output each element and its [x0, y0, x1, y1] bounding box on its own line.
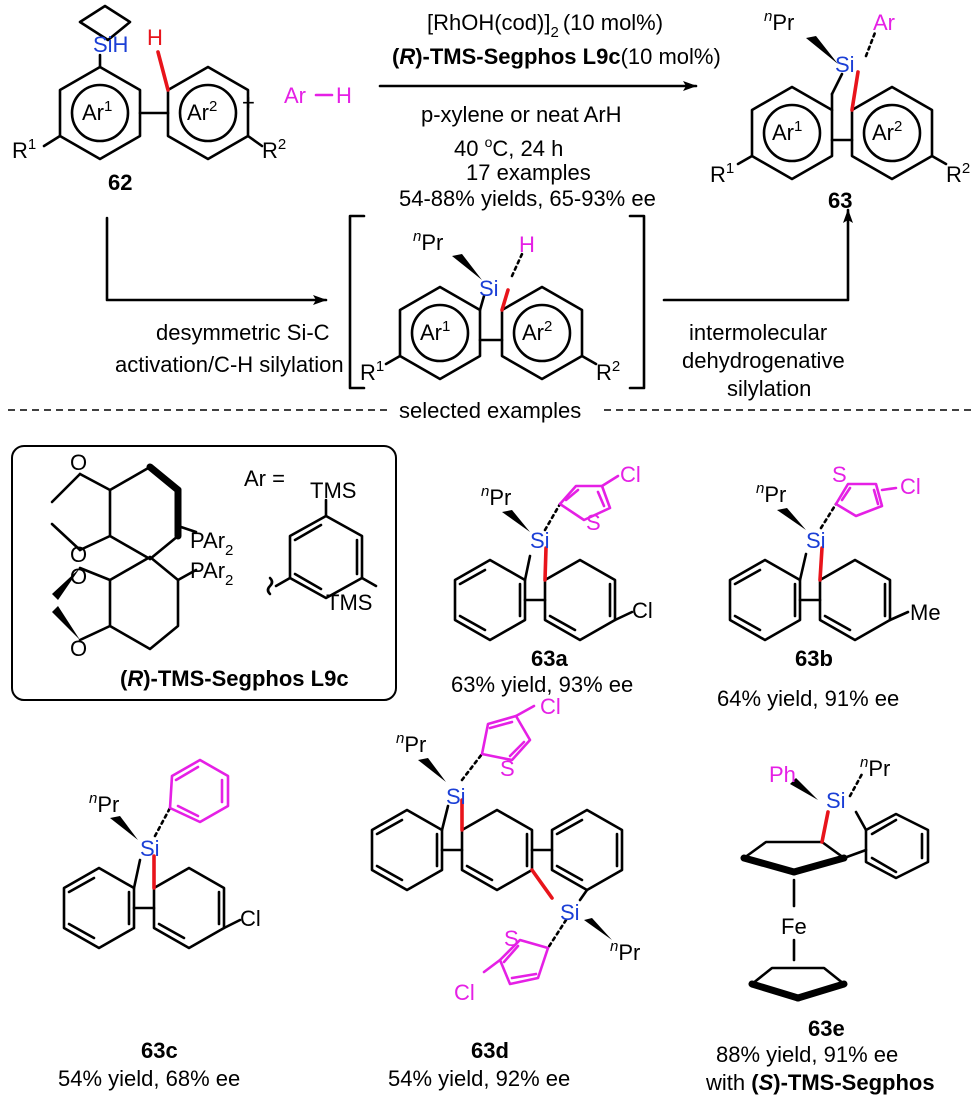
r2-label: R2 — [262, 136, 286, 163]
63e-fe: Fe — [781, 914, 807, 939]
temperature-text: 40 oC, 24 h — [454, 134, 563, 161]
par2-bottom: PAr2 — [190, 558, 233, 589]
63a-cl-thiophene: Cl — [620, 462, 641, 487]
compound-63c-structure — [62, 758, 242, 950]
compound-62-label: 62 — [108, 170, 132, 195]
ligand-name-label: (R)-TMS-Segphos L9c — [120, 666, 349, 691]
intermediate-ar2: Ar2 — [522, 318, 552, 345]
step2-line3: silylation — [727, 376, 811, 401]
63a-cl-ring: Cl — [632, 598, 653, 623]
63a-propyl: nPr — [481, 483, 511, 510]
tms-bottom: TMS — [326, 590, 372, 615]
intermediate-propyl: nPr — [413, 228, 443, 255]
63e-note: with (S)-TMS-Segphos — [705, 1070, 935, 1095]
solvent-text: p-xylene or neat ArH — [421, 102, 622, 127]
63b-cl: Cl — [900, 474, 921, 499]
examples-count-text: 17 examples — [466, 160, 591, 185]
yields-text: 54-88% yields, 65-93% ee — [399, 186, 656, 211]
63e-si: Si — [826, 788, 846, 813]
63c-result: 54% yield, 68% ee — [58, 1066, 240, 1091]
compound-62-structure — [42, 4, 264, 161]
step2-line1: intermolecular — [689, 320, 827, 345]
intermediate-r2: R2 — [596, 358, 620, 385]
intermediate-si: Si — [479, 276, 499, 301]
ligand-box — [11, 445, 397, 701]
par2-top: PAr2 — [190, 528, 233, 559]
o-label-4: O — [70, 636, 87, 661]
63d-propyl-bottom: nPr — [610, 938, 640, 965]
o-label-3: O — [70, 564, 87, 589]
63c-si: Si — [140, 836, 160, 861]
63e-ph: Ph — [769, 762, 796, 787]
hydrogen-label: H — [147, 25, 163, 50]
intermediate-structure — [384, 252, 598, 381]
silicon-hydride-label: SiH — [93, 32, 128, 57]
63d-s-bottom: S — [504, 926, 519, 951]
step1-line2: activation/C-H silylation — [115, 352, 344, 377]
product-r1-label: R1 — [710, 160, 734, 187]
pathway-arrow-1 — [105, 216, 328, 305]
step2-line2: dehydrogenative — [682, 348, 845, 373]
63d-si-top: Si — [446, 784, 466, 809]
product-propyl-label: nPr — [764, 8, 794, 35]
ar-h-reagent-ar: Ar — [284, 83, 306, 108]
product-ar-label: Ar — [873, 10, 895, 35]
63c-label: 63c — [141, 1038, 178, 1063]
tms-top: TMS — [310, 478, 356, 503]
o-label-1: O — [70, 450, 87, 475]
compound-63e-structure — [740, 772, 930, 1002]
63b-result: 64% yield, 91% ee — [717, 686, 899, 711]
63b-propyl: nPr — [756, 480, 786, 507]
product-ar1-label: Ar1 — [772, 118, 802, 145]
63d-s-top: S — [500, 756, 515, 781]
63b-s: S — [832, 462, 847, 487]
63e-result: 88% yield, 91% ee — [716, 1042, 898, 1067]
63d-cl-bottom: Cl — [454, 980, 475, 1005]
plus-sign: + — [242, 90, 255, 115]
product-ar2-label: Ar2 — [872, 118, 902, 145]
63e-propyl: nPr — [860, 754, 890, 781]
product-si-label: Si — [835, 52, 855, 77]
intermediate-h: H — [519, 232, 535, 257]
pathway-arrow-2 — [662, 208, 853, 302]
63c-propyl: nPr — [89, 790, 119, 817]
ar-h-reagent-h: H — [336, 83, 352, 108]
segphos-structure — [50, 463, 198, 651]
ar2-label: Ar2 — [187, 98, 217, 125]
63b-me: Me — [910, 600, 941, 625]
63d-label: 63d — [471, 1038, 509, 1063]
63b-si: Si — [806, 528, 826, 553]
bis-tms-aryl-structure — [266, 498, 378, 600]
o-label-2: O — [70, 542, 87, 567]
intermediate-ar1: Ar1 — [420, 318, 450, 345]
63d-propyl-top: nPr — [396, 730, 426, 757]
step1-line1: desymmetric Si-C — [156, 320, 330, 345]
63d-cl-top: Cl — [540, 694, 561, 719]
63a-label: 63a — [531, 646, 568, 671]
compound-63-structure — [736, 28, 948, 181]
ar1-label: Ar1 — [82, 98, 112, 125]
63a-si: Si — [530, 528, 550, 553]
r1-label: R1 — [12, 136, 36, 163]
63d-result: 54% yield, 92% ee — [388, 1066, 570, 1091]
product-r2-label: R2 — [946, 160, 970, 187]
ligand-text: (R)-TMS-Segphos L9c(10 mol%) — [392, 44, 721, 69]
compound-63b-structure — [728, 482, 910, 642]
63b-label: 63b — [795, 646, 833, 671]
ar-equals-label: Ar = — [244, 466, 285, 491]
63a-s: S — [586, 510, 601, 535]
63e-label: 63e — [808, 1016, 845, 1041]
63a-result: 63% yield, 93% ee — [451, 672, 633, 697]
selected-examples-heading: selected examples — [399, 398, 581, 423]
compound-63a-structure — [453, 474, 634, 642]
intermediate-r1: R1 — [360, 358, 384, 385]
63c-cl: Cl — [240, 906, 261, 931]
compound-63d-structure — [370, 704, 624, 986]
catalyst-text: [RhOH(cod)]2(10 mol%) — [427, 10, 663, 41]
63d-si-bottom: Si — [560, 900, 580, 925]
